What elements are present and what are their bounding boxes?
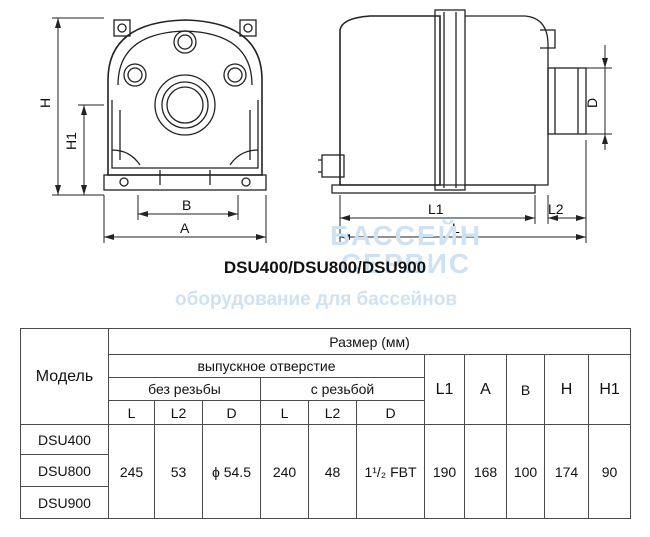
dim-label-H1: H1 bbox=[63, 132, 79, 150]
header-H1: H1 bbox=[587, 354, 632, 425]
value-D-thread: 1¹/₂ FBT bbox=[356, 424, 425, 519]
subheader-L-no-thread: L bbox=[108, 400, 155, 425]
header-H: H bbox=[544, 354, 589, 425]
watermark-line1: БАССЕЙН bbox=[330, 220, 483, 251]
subheader-D-no-thread: D bbox=[202, 400, 261, 425]
value-D-no-thread: ϕ 54.5 bbox=[202, 424, 261, 519]
dim-label-A: A bbox=[180, 220, 190, 236]
dim-label-L2: L2 bbox=[548, 201, 564, 217]
spec-table: Модель Размер (мм) выпускное отверстие L… bbox=[20, 328, 632, 519]
dim-label-B: B bbox=[182, 197, 191, 213]
value-B: 100 bbox=[506, 424, 545, 519]
front-view bbox=[103, 19, 267, 191]
model-dsu900: DSU900 bbox=[20, 486, 109, 519]
subheader-L2-thread: L2 bbox=[308, 400, 357, 425]
dim-label-H: H bbox=[37, 98, 53, 108]
value-L2-thread: 48 bbox=[308, 424, 357, 519]
header-outlet: выпускное отверстие bbox=[108, 354, 425, 378]
header-B: B bbox=[506, 354, 545, 425]
technical-drawing: H H1 B A L1 L L2 D bbox=[0, 0, 650, 255]
watermark-line2: СЕРВИС bbox=[340, 248, 472, 279]
model-caption: DSU400/DSU800/DSU900 bbox=[223, 258, 427, 277]
header-size: Размер (мм) bbox=[107, 328, 632, 355]
value-A: 168 bbox=[464, 424, 507, 519]
dim-label-D: D bbox=[584, 98, 600, 108]
model-dsu400: DSU400 bbox=[20, 424, 109, 455]
header-no-thread: без резьбы bbox=[108, 377, 261, 401]
header-thread: с резьбой bbox=[260, 377, 425, 401]
dim-label-L: L bbox=[452, 220, 460, 236]
subheader-L-thread: L bbox=[260, 400, 309, 425]
subheader-L2-no-thread: L2 bbox=[154, 400, 203, 425]
side-view bbox=[318, 9, 587, 194]
subheader-D-thread: D bbox=[356, 400, 425, 425]
value-L1: 190 bbox=[424, 424, 465, 519]
value-H: 174 bbox=[544, 424, 589, 519]
watermark-logo: БАССЕЙН СЕРВИС bbox=[330, 222, 482, 278]
value-L-no-thread: 245 bbox=[108, 424, 155, 519]
model-dsu800: DSU800 bbox=[20, 454, 109, 487]
value-H1: 90 bbox=[587, 424, 632, 519]
watermark-line3: оборудование для бассейнов bbox=[175, 289, 458, 310]
value-L-thread: 240 bbox=[260, 424, 309, 519]
header-model: Модель bbox=[20, 328, 109, 425]
header-L1: L1 bbox=[424, 354, 465, 425]
header-A: A bbox=[464, 354, 507, 425]
dim-label-L1: L1 bbox=[428, 201, 444, 217]
value-L2-no-thread: 53 bbox=[154, 424, 203, 519]
drawing-svg: H H1 B A L1 L L2 D bbox=[37, 9, 612, 243]
